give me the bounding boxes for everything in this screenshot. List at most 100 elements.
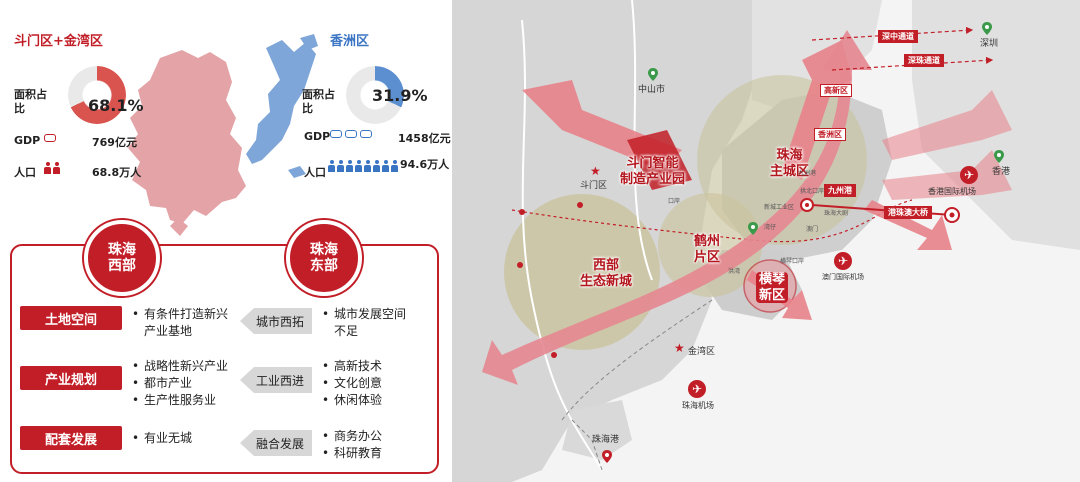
city-label: 金湾区 [688,347,716,357]
arrow-label: 工业西进 [240,367,312,393]
west-list: 有条件打造新兴产业基地 [132,306,228,340]
list-item: 有业无城 [132,430,228,447]
east-list: 高新技术 文化创意 休闲体验 [322,358,412,409]
coin-icon [44,134,56,142]
xiangzhou-silhouette [246,34,318,178]
tag-jiuzhougang: 九州港 [824,184,856,197]
star-icon: ★ [674,341,685,355]
east-list: 城市发展空间不足 [322,306,408,340]
city-label: 深圳 [980,39,999,49]
tag-shenzhu: 深珠通道 [904,54,944,67]
airplane-icon: ✈ [960,166,978,184]
zone-main-circle [697,75,867,245]
left-panel: 斗门区+金湾区 面积占比 68.1% GDP 769亿元 人口 68.8万人 香… [0,0,452,482]
arrow-fan [882,90,1012,160]
tag-hzmb: 港珠澳大桥 [884,206,932,219]
small-label: 九洲港 [798,170,817,177]
small-label: 湾仔 [764,224,777,231]
category-tag: 配套发展 [20,426,122,450]
small-label: 澳门 [806,226,819,233]
port-label: 珠海港 [592,435,620,445]
xiangzhou-title: 香洲区 [330,34,370,49]
small-label: 口岸 [668,198,681,205]
location-pin-icon [982,22,992,35]
arrow-main-curve [482,30,872,385]
list-item: 文化创意 [322,375,412,392]
list-item: 都市产业 [132,375,252,392]
list-item: 战略性新兴产业 [132,358,252,375]
land-island [562,400,632,460]
city-label: 中山市 [638,85,666,95]
arrow-north-east [782,40,852,180]
airplane-icon: ✈ [834,252,852,270]
category-tag: 土地空间 [20,306,122,330]
doumen-area-pie [68,66,126,124]
comparison-frame [10,244,439,474]
list-item: 有条件打造新兴产业基地 [132,306,228,340]
airplane-icon: ✈ [688,380,706,398]
tag-gaoxin: 高新区 [820,84,852,97]
city-label: 斗门区 [580,181,608,191]
list-item: 商务办公 [322,428,412,445]
doumen-area-pct: 68.1% [88,96,144,115]
small-label: 洪湾 [728,268,741,275]
zone-label-west: 西部 生态新城 [580,258,633,289]
star-icon: ★ [590,164,601,178]
west-list: 有业无城 [132,430,228,447]
tag-shenzhong: 深中通道 [878,30,918,43]
doumen-jinwan-title: 斗门区+金湾区 [14,34,103,49]
location-pin-icon [648,68,658,81]
xiangzhou-area-label: 面积占比 [302,88,335,115]
zone-label-hezhou: 鹤州 片区 [694,234,721,265]
airport-label: 珠海机场 [682,401,714,410]
doumen-area-label: 面积占比 [14,88,47,115]
east-list: 商务办公 科研教育 [322,428,412,462]
port-pin-icon [602,450,612,463]
small-label: 珠海大剧 [824,210,849,217]
city-label: 香港 [992,167,1011,177]
xiangzhou-area-pct: 31.9% [372,86,428,105]
small-label: 新城工业区 [764,204,795,211]
airport-label: 香港国际机场 [928,187,976,196]
zone-label-main: 珠海 主城区 [770,148,810,179]
xiangzhou-gdp-label: GDP [304,130,331,143]
location-pin-icon [748,222,758,235]
person-icon [328,160,398,172]
west-list: 战略性新兴产业 都市产业 生产性服务业 [132,358,252,409]
xiangzhou-pop-value: 94.6万人 [400,158,450,171]
zone-label-doumen-park: 斗门智能 制造产业园 [620,156,686,187]
airport-label: 澳门国际机场 [822,273,864,281]
xiangzhou-area-pie [346,66,404,124]
arrow-label: 城市西拓 [240,308,312,334]
arrow-fan [882,150,1012,200]
list-item: 生产性服务业 [132,392,252,409]
doumen-gdp-value: 769亿元 [92,136,137,149]
east-badge: 珠海 东部 [286,220,362,296]
road [521,19,603,471]
small-label: 拱北口岸 [800,188,825,195]
rail-line [561,299,713,421]
doumen-pop-value: 68.8万人 [92,166,142,179]
small-label: 横琴口岸 [780,258,805,265]
list-item: 科研教育 [322,445,412,462]
category-tag: 产业规划 [20,366,122,390]
xiangzhou-pop-label: 人口 [304,166,326,179]
map-base [452,0,1080,482]
planning-map: 中山市 深圳 香港 ★ 斗门区 ★ 金湾区 ✈ 香港国际机场 ✈ 澳门国际机场 … [452,0,1080,482]
list-item: 休闲体验 [322,392,412,409]
rail-line [571,419,603,471]
tag-xiangzhou: 香洲区 [814,128,846,141]
xiangzhou-gdp-value: 1458亿元 [398,132,451,145]
list-item: 高新技术 [322,358,412,375]
person-icon [44,162,60,174]
doumen-pop-label: 人口 [14,166,36,179]
arrow-doumen-park [627,130,692,190]
doumen-jinwan-silhouette [128,50,246,236]
coin-icon [330,130,372,138]
doumen-gdp-label: GDP [14,134,41,147]
zone-label-hengqin: 横琴 新区 [756,272,789,304]
list-item: 城市发展空间不足 [322,306,408,340]
location-pin-icon [994,150,1004,163]
west-badge: 珠海 西部 [84,220,160,296]
arrow-label: 融合发展 [240,430,312,456]
